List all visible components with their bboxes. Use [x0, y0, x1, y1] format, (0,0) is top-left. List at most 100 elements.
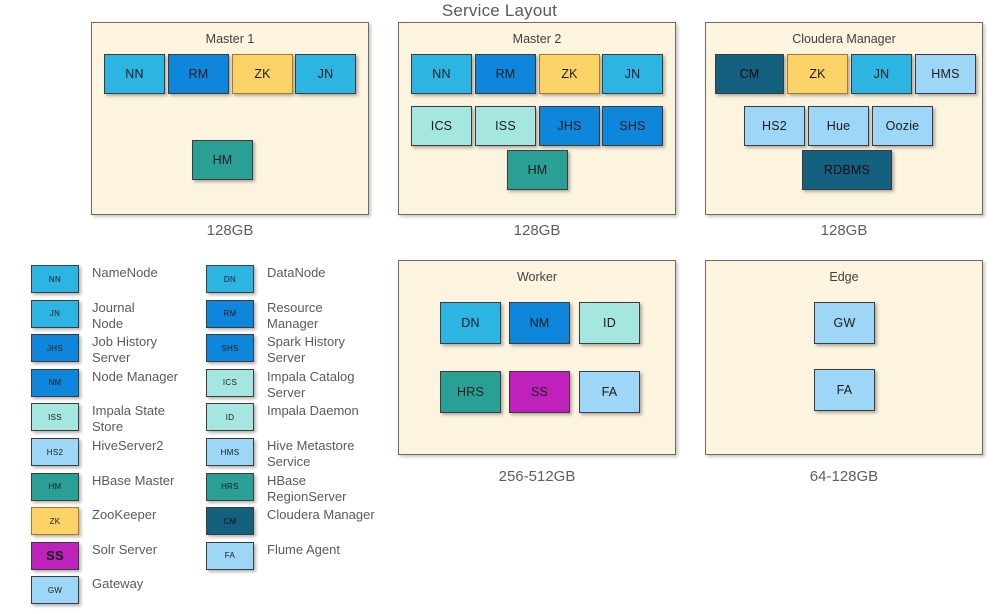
- service-box-hrs[interactable]: HRS: [440, 371, 501, 413]
- memory-label-cloudera-manager: 128GB: [820, 222, 868, 239]
- legend-swatch-hm: HM: [31, 472, 79, 501]
- legend-item-iss[interactable]: ISS Impala State Store: [31, 403, 165, 435]
- service-box-zk[interactable]: ZK: [232, 54, 293, 94]
- service-box-fa[interactable]: FA: [814, 369, 875, 411]
- legend-swatch-zk: ZK: [31, 507, 79, 536]
- host-panel-title: Cloudera Manager: [792, 32, 896, 46]
- service-box-ss[interactable]: SS: [509, 371, 570, 413]
- service-box-jhs[interactable]: JHS: [539, 106, 600, 146]
- service-box-zk[interactable]: ZK: [787, 54, 848, 94]
- legend-item-hrs[interactable]: HRS HBase RegionServer: [206, 472, 380, 505]
- service-box-nn[interactable]: NN: [411, 54, 472, 94]
- legend-item-hm[interactable]: HM HBase Master: [31, 472, 175, 501]
- legend-swatch-gw: GW: [31, 576, 79, 605]
- legend-swatch-nn: NN: [31, 265, 79, 293]
- legend-label-ss: Solr Server: [92, 541, 158, 557]
- service-box-dn[interactable]: DN: [440, 302, 501, 344]
- service-box-hm[interactable]: HM: [192, 140, 253, 180]
- service-box-cm[interactable]: CM: [715, 54, 784, 94]
- legend-item-jhs[interactable]: JHS Job History Server: [31, 334, 157, 366]
- memory-label-edge: 64-128GB: [809, 468, 879, 485]
- legend-item-hs2[interactable]: HS2 HiveServer2: [31, 438, 164, 466]
- host-panel-title: Master 1: [205, 32, 255, 46]
- host-panel-title: Master 2: [512, 32, 562, 46]
- service-box-nm[interactable]: NM: [509, 302, 570, 344]
- legend-swatch-ss: SS: [31, 541, 79, 570]
- service-box-ics[interactable]: ICS: [411, 106, 472, 146]
- legend-swatch-hs2: HS2: [31, 438, 79, 466]
- service-box-nn[interactable]: NN: [104, 54, 165, 94]
- legend-label-shs: Spark History Server: [267, 334, 346, 366]
- service-box-hue[interactable]: Hue: [808, 106, 869, 146]
- page-title: Service Layout: [441, 1, 558, 20]
- legend-item-cm[interactable]: CM Cloudera Manager: [206, 507, 375, 536]
- host-panel-title: Edge: [829, 270, 859, 284]
- legend-swatch-iss: ISS: [31, 403, 79, 432]
- legend-swatch-rm: RM: [206, 299, 254, 328]
- service-box-jn[interactable]: JN: [295, 54, 356, 94]
- service-box-jn[interactable]: JN: [602, 54, 663, 94]
- legend-label-nn: NameNode: [92, 265, 158, 280]
- legend-label-id: Impala Daemon: [267, 403, 359, 419]
- legend-swatch-hrs: HRS: [206, 472, 254, 501]
- service-box-jn[interactable]: JN: [851, 54, 912, 94]
- service-box-rm[interactable]: RM: [168, 54, 229, 94]
- memory-label-worker: 256-512GB: [498, 468, 576, 485]
- service-box-zk[interactable]: ZK: [539, 54, 600, 94]
- legend-swatch-nm: NM: [31, 368, 79, 397]
- legend-item-ics[interactable]: ICS Impala Catalog Server: [206, 368, 355, 401]
- memory-label-master-1: 128GB: [206, 222, 254, 239]
- legend-swatch-ics: ICS: [206, 368, 254, 397]
- legend-label-ics: Impala Catalog Server: [267, 368, 355, 400]
- legend-label-jhs: Job History Server: [92, 334, 158, 366]
- legend-label-hs2: HiveServer2: [92, 438, 164, 453]
- legend-item-rm[interactable]: RM Resource Manager: [206, 299, 323, 332]
- service-box-rm[interactable]: RM: [475, 54, 536, 94]
- service-box-rdbms[interactable]: RDBMS: [802, 150, 892, 190]
- legend-swatch-id: ID: [206, 403, 254, 432]
- legend-item-nm[interactable]: NM Node Manager: [31, 368, 178, 397]
- legend-item-dn[interactable]: DN DataNode: [206, 265, 326, 293]
- legend-swatch-dn: DN: [206, 265, 254, 293]
- service-box-shs[interactable]: SHS: [602, 106, 663, 146]
- legend-label-hrs: HBase RegionServer: [267, 472, 347, 504]
- legend-swatch-jhs: JHS: [31, 334, 79, 363]
- legend-label-iss: Impala State Store: [92, 403, 165, 435]
- service-box-oozie[interactable]: Oozie: [872, 106, 933, 146]
- legend-label-dn: DataNode: [267, 265, 326, 280]
- legend-swatch-cm: CM: [206, 507, 254, 536]
- memory-label-master-2: 128GB: [513, 222, 561, 239]
- service-box-hm[interactable]: HM: [507, 150, 568, 190]
- legend-label-rm: Resource Manager: [267, 299, 323, 331]
- service-box-hms[interactable]: HMS: [915, 54, 976, 94]
- legend-swatch-fa: FA: [206, 541, 254, 570]
- service-box-gw[interactable]: GW: [814, 302, 875, 344]
- service-box-id[interactable]: ID: [579, 302, 640, 344]
- host-panel-title: Worker: [516, 270, 558, 284]
- legend-item-gw[interactable]: GW Gateway: [31, 576, 144, 605]
- legend-label-zk: ZooKeeper: [92, 507, 157, 523]
- legend-label-gw: Gateway: [92, 576, 144, 592]
- legend-item-nn[interactable]: NN NameNode: [31, 265, 158, 293]
- legend-item-zk[interactable]: ZK ZooKeeper: [31, 507, 157, 536]
- legend-item-id[interactable]: ID Impala Daemon: [206, 403, 359, 432]
- legend-label-hm: HBase Master: [92, 472, 175, 488]
- legend-label-jn: Journal Node: [92, 299, 135, 331]
- legend-item-ss[interactable]: SS Solr Server: [31, 541, 158, 570]
- legend-swatch-hms: HMS: [206, 438, 254, 466]
- legend-label-cm: Cloudera Manager: [267, 507, 375, 523]
- legend-label-nm: Node Manager: [92, 368, 178, 384]
- service-box-iss[interactable]: ISS: [475, 106, 536, 146]
- service-box-hs2[interactable]: HS2: [744, 106, 805, 146]
- service-box-fa[interactable]: FA: [579, 371, 640, 413]
